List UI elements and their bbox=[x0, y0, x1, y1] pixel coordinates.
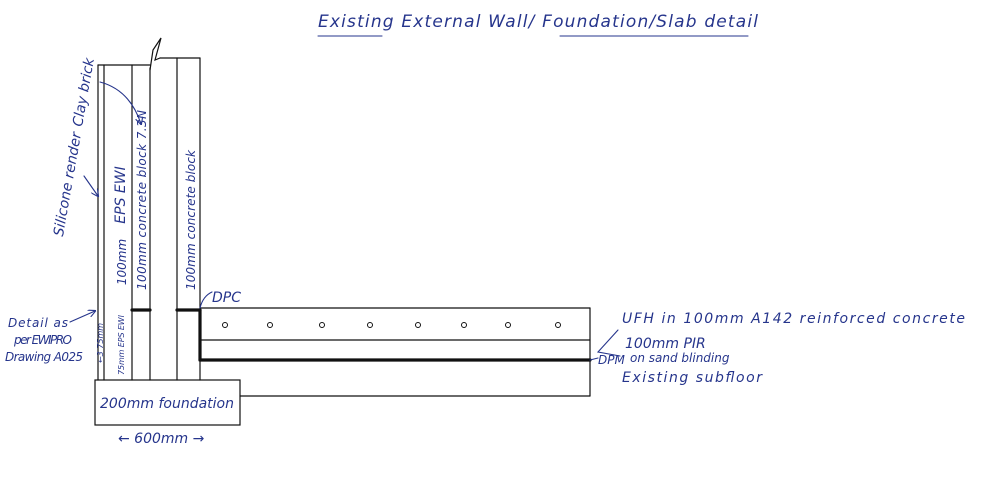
ufh-pipe bbox=[505, 322, 511, 328]
concrete-block-label: 100mm concrete block bbox=[184, 149, 198, 290]
break-symbol bbox=[149, 37, 162, 71]
diagram-title: Existing External Wall/ Foundation/Slab … bbox=[318, 12, 758, 32]
ewi-note-line-1: Detail as bbox=[8, 316, 68, 330]
dpm-label: DPM bbox=[598, 353, 625, 367]
eps-below-dpc-label: 75mm EPS EWI bbox=[117, 314, 126, 375]
foundation-label: 200mm foundation bbox=[100, 396, 234, 412]
eps-ewi-label: EPS EWI bbox=[113, 166, 129, 223]
sand-blinding-label: on sand blinding bbox=[630, 351, 730, 365]
silicone-render-label: Silicone render bbox=[51, 130, 85, 238]
silicone-render-arrow bbox=[83, 175, 98, 196]
ufh-pipe bbox=[319, 322, 325, 328]
slab-labels-leader bbox=[596, 329, 621, 357]
ufh-pipe bbox=[461, 322, 467, 328]
ufh-pipe bbox=[367, 322, 373, 328]
pir-label: 100mm PIR bbox=[625, 336, 706, 352]
slab-section bbox=[198, 307, 592, 397]
wall-section bbox=[97, 37, 202, 381]
ewi-dimension-label: ←3 75mm bbox=[96, 323, 105, 363]
dpm-leader bbox=[589, 357, 599, 361]
inner-block-label: 100mm concrete block 7.3N bbox=[135, 110, 149, 290]
ufh-pipe bbox=[222, 322, 228, 328]
foundation-width-dimension: ← 600mm → bbox=[118, 431, 205, 447]
ufh-concrete-label: UFH in 100mm A142 reinforced concrete bbox=[622, 311, 965, 327]
dpc-label: DPC bbox=[212, 290, 241, 306]
ufh-pipe bbox=[555, 322, 561, 328]
ewi-note-line-2: per EWIPRO bbox=[13, 333, 72, 347]
eps-thickness-label: 100mm bbox=[115, 239, 129, 285]
foundation-block bbox=[94, 379, 241, 426]
dpc-leader bbox=[199, 291, 213, 309]
ufh-pipe bbox=[415, 322, 421, 328]
ewi-note-arrow bbox=[69, 311, 95, 323]
ewi-note-line-3: Drawing A025 bbox=[5, 350, 83, 364]
clay-brick-arrow bbox=[99, 81, 141, 124]
clay-brick-label: Clay brick bbox=[70, 56, 98, 128]
existing-subfloor-label: Existing subfloor bbox=[622, 370, 763, 386]
ufh-pipe bbox=[267, 322, 273, 328]
